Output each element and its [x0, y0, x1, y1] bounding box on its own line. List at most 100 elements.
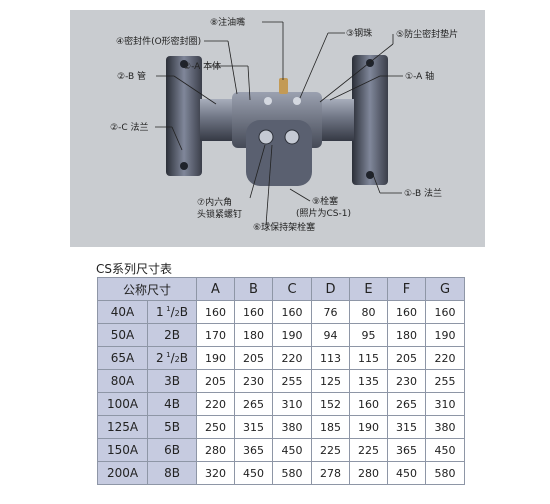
- cell-a: 280: [196, 438, 235, 462]
- left-flange: [166, 56, 202, 176]
- callout-body: ②-A 本体: [183, 60, 221, 72]
- cell-c: 220: [272, 346, 312, 370]
- cell-c: 255: [272, 369, 312, 393]
- cell-e: 225: [349, 438, 388, 462]
- cell-g: 160: [425, 300, 465, 324]
- cell-e: 115: [349, 346, 388, 370]
- cell-e: 280: [349, 461, 388, 485]
- header-col-g: G: [425, 277, 465, 301]
- cell-d: 225: [311, 438, 350, 462]
- cell-e: 160: [349, 392, 388, 416]
- table-row: 150A 6B 280 365 450 225 225 365 450: [97, 438, 465, 462]
- header-nominal-size: 公称尺寸: [97, 277, 197, 301]
- cell-b: 315: [234, 415, 273, 439]
- cell-f: 315: [387, 415, 426, 439]
- steel-ball: [293, 97, 301, 105]
- table-row: 100A 4B 220 265 310 152 160 265 310: [97, 392, 465, 416]
- cell-f: 230: [387, 369, 426, 393]
- size-inch: 2B: [147, 323, 197, 347]
- callout-hex-screw-line2: 头锁紧螺钉: [197, 208, 242, 220]
- callout-grease-nipple: ⑧注油嘴: [210, 16, 245, 28]
- size-metric: 150A: [97, 438, 148, 462]
- grease-nipple: [279, 78, 288, 94]
- cell-d: 278: [311, 461, 350, 485]
- cell-c: 160: [272, 300, 312, 324]
- cell-g: 580: [425, 461, 465, 485]
- valve-figure: ⑧注油嘴 ③钢珠 ④密封件(O形密封圈) ⑤防尘密封垫片 ②-A 本体 ②-B …: [70, 10, 485, 247]
- size-inch: 1 1/2B: [147, 300, 197, 324]
- cell-c: 190: [272, 323, 312, 347]
- cell-e: 80: [349, 300, 388, 324]
- size-metric: 40A: [97, 300, 148, 324]
- cell-f: 265: [387, 392, 426, 416]
- cell-a: 205: [196, 369, 235, 393]
- table-row: 50A 2B 170 180 190 94 95 180 190: [97, 323, 465, 347]
- cell-b: 365: [234, 438, 273, 462]
- table-row: 200A 8B 320 450 580 278 280 450 580: [97, 461, 465, 485]
- callout-flange-right: ①-B 法兰: [404, 187, 442, 199]
- cell-e: 135: [349, 369, 388, 393]
- cell-b: 230: [234, 369, 273, 393]
- steel-ball: [264, 97, 272, 105]
- cell-g: 450: [425, 438, 465, 462]
- cell-g: 220: [425, 346, 465, 370]
- cell-a: 160: [196, 300, 235, 324]
- size-metric: 65A: [97, 346, 148, 370]
- cell-g: 380: [425, 415, 465, 439]
- header-col-d: D: [311, 277, 350, 301]
- callout-shaft: ①-A 轴: [405, 70, 434, 82]
- header-col-f: F: [387, 277, 426, 301]
- header-col-e: E: [349, 277, 388, 301]
- right-flange: [352, 55, 388, 185]
- cell-d: 185: [311, 415, 350, 439]
- header-col-c: C: [272, 277, 312, 301]
- callout-plug-line2: (照片为CS-1): [296, 207, 351, 219]
- cage-plug-right: [284, 129, 300, 145]
- size-metric: 125A: [97, 415, 148, 439]
- dimension-table: 公称尺寸 A B C D E F G 40A 1 1/2B 160 160 16…: [97, 277, 465, 485]
- size-inch: 4B: [147, 392, 197, 416]
- size-inch: 2 1/2B: [147, 346, 197, 370]
- cell-d: 113: [311, 346, 350, 370]
- size-inch: 6B: [147, 438, 197, 462]
- callout-plug-line1: ⑨栓塞: [312, 195, 338, 207]
- size-inch: 5B: [147, 415, 197, 439]
- size-metric: 200A: [97, 461, 148, 485]
- cell-b: 205: [234, 346, 273, 370]
- callout-flange-left: ②-C 法兰: [110, 121, 148, 133]
- callout-o-ring-seal: ④密封件(O形密封圈): [116, 35, 201, 47]
- cell-d: 76: [311, 300, 350, 324]
- table-title: CS系列尺寸表: [96, 262, 172, 276]
- table-row: 80A 3B 205 230 255 125 135 230 255: [97, 369, 465, 393]
- size-inch: 8B: [147, 461, 197, 485]
- table-row: 65A 2 1/2B 190 205 220 113 115 205 220: [97, 346, 465, 370]
- callout-steel-ball: ③钢珠: [346, 27, 372, 39]
- cell-b: 450: [234, 461, 273, 485]
- cell-d: 125: [311, 369, 350, 393]
- cell-d: 94: [311, 323, 350, 347]
- cell-a: 190: [196, 346, 235, 370]
- cell-g: 255: [425, 369, 465, 393]
- cell-b: 265: [234, 392, 273, 416]
- callout-pipe: ②-B 管: [117, 70, 146, 82]
- cell-a: 220: [196, 392, 235, 416]
- cell-a: 250: [196, 415, 235, 439]
- cell-f: 160: [387, 300, 426, 324]
- table-row: 125A 5B 250 315 380 185 190 315 380: [97, 415, 465, 439]
- cell-d: 152: [311, 392, 350, 416]
- cell-c: 450: [272, 438, 312, 462]
- callout-dust-seal: ⑤防尘密封垫片: [396, 28, 458, 40]
- cell-a: 320: [196, 461, 235, 485]
- cell-c: 580: [272, 461, 312, 485]
- header-col-b: B: [234, 277, 273, 301]
- cell-f: 205: [387, 346, 426, 370]
- cell-c: 310: [272, 392, 312, 416]
- callout-cage-plug: ⑥球保持架栓塞: [253, 221, 315, 233]
- cell-c: 380: [272, 415, 312, 439]
- cell-f: 365: [387, 438, 426, 462]
- header-col-a: A: [196, 277, 235, 301]
- cell-e: 190: [349, 415, 388, 439]
- table-row: 40A 1 1/2B 160 160 160 76 80 160 160: [97, 300, 465, 324]
- table-header-row: 公称尺寸 A B C D E F G: [97, 277, 465, 301]
- size-metric: 80A: [97, 369, 148, 393]
